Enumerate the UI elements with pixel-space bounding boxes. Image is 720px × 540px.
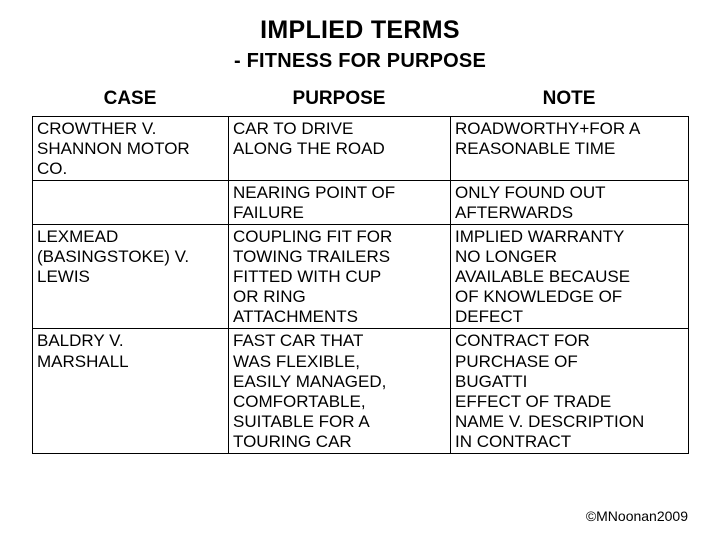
cell-case bbox=[32, 180, 229, 226]
table-row: LEXMEAD(BASINGSTOKE) V.LEWIS COUPLING FI… bbox=[32, 224, 689, 330]
page-subtitle: - FITNESS FOR PURPOSE bbox=[233, 50, 486, 72]
copyright-notice: ©MNoonan2009 bbox=[585, 508, 688, 524]
page-title: IMPLIED TERMS bbox=[260, 16, 460, 44]
column-header-note: NOTE bbox=[542, 88, 596, 109]
column-header-purpose: PURPOSE bbox=[292, 88, 386, 109]
column-header-case: CASE bbox=[103, 88, 157, 109]
cell-case: LEXMEAD(BASINGSTOKE) V.LEWIS bbox=[32, 224, 229, 330]
table-header-row: CASE PURPOSE NOTE bbox=[32, 88, 688, 110]
cell-case: BALDRY V.MARSHALL bbox=[32, 328, 229, 454]
